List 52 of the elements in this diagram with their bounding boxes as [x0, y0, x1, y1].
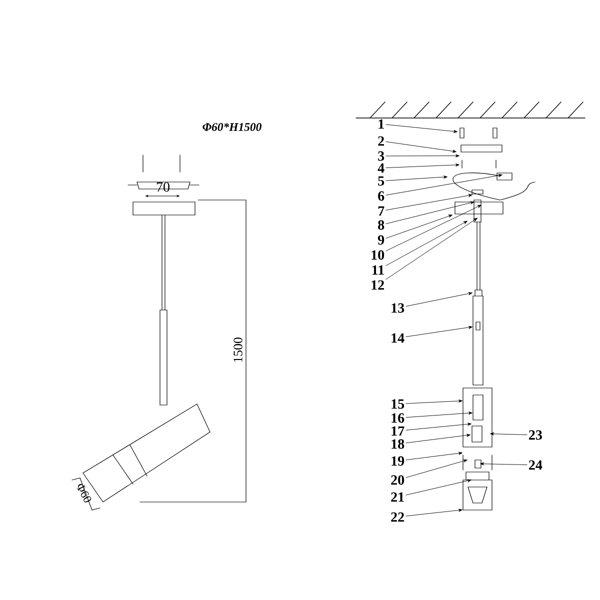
callout-number: 3 — [378, 151, 384, 161]
callout-number: 14 — [392, 333, 404, 343]
dimension-label: 1500 — [234, 338, 242, 362]
callout-number: 21 — [391, 492, 404, 502]
leader-line — [386, 174, 502, 196]
callout-number: 11 — [372, 265, 384, 275]
callout-number: 15 — [392, 399, 404, 409]
leader-line — [406, 508, 462, 516]
spec-label: Φ60*H1500 — [202, 123, 262, 131]
callout-number: 10 — [372, 250, 384, 260]
leader-line — [406, 422, 472, 430]
leader-line — [386, 124, 458, 133]
dimension-label: Φ60 — [77, 484, 92, 502]
callout-number: 9 — [378, 235, 384, 245]
callout-number: 2 — [378, 136, 384, 146]
leader-line — [406, 326, 472, 337]
leader-line — [406, 412, 472, 418]
callout-number: 18 — [392, 439, 404, 449]
callout-number: 5 — [378, 176, 384, 186]
callout-number: 24 — [529, 460, 542, 470]
leader-line — [386, 204, 482, 252]
dimension-label: 70 — [156, 182, 170, 192]
leader-line — [386, 194, 472, 210]
leader-line — [406, 459, 468, 478]
leader-line — [480, 462, 528, 466]
leader-line — [386, 176, 448, 181]
callout-number: 22 — [391, 512, 404, 522]
callout-number: 12 — [372, 280, 384, 290]
leader-line — [386, 163, 460, 168]
leader-line — [406, 434, 470, 444]
callout-number: 16 — [392, 413, 404, 423]
leader-line — [406, 292, 472, 307]
callout-number: 13 — [392, 303, 404, 313]
leader-line — [406, 479, 472, 496]
callout-number: 20 — [391, 475, 404, 485]
leader-line — [386, 141, 456, 153]
callout-number: 17 — [392, 426, 404, 436]
callout-number: 1 — [378, 119, 384, 129]
callout-number: 4 — [378, 163, 384, 173]
leader-line — [406, 452, 462, 460]
leader-line — [386, 220, 468, 266]
callout-number: 23 — [529, 430, 542, 440]
leader-line — [406, 400, 462, 404]
callout-number: 8 — [378, 220, 384, 230]
leader-line — [490, 432, 528, 436]
callout-number: 6 — [378, 191, 384, 201]
callout-number: 7 — [378, 206, 384, 216]
leader-line — [386, 214, 452, 239]
callout-number: 19 — [392, 456, 404, 466]
leader-line — [386, 201, 474, 224]
leader-line — [386, 154, 460, 158]
leader-line — [386, 218, 478, 280]
